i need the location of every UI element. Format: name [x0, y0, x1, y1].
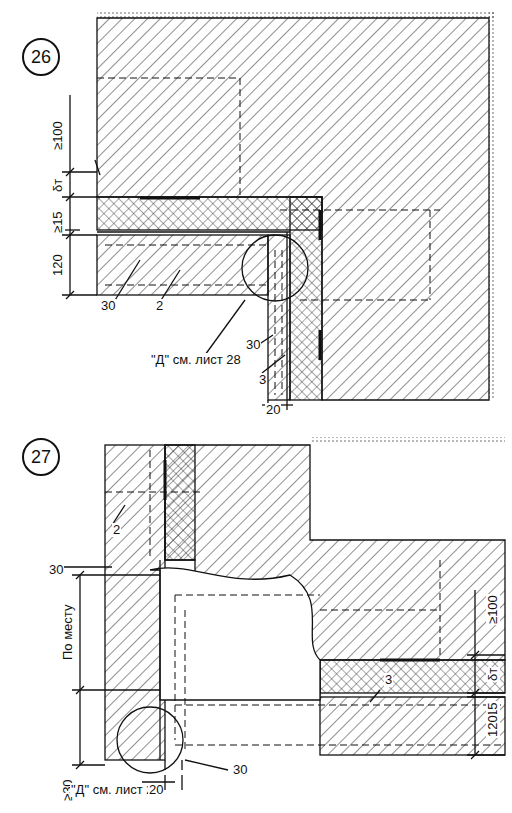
callout-label: 30	[232, 763, 248, 777]
dimension-text: δт	[51, 177, 65, 192]
callout-label: 3	[384, 673, 393, 687]
dimension-text: По месту	[61, 603, 75, 660]
callout-label: 2	[155, 299, 164, 313]
callout-label: 2	[112, 523, 121, 537]
detail-number: 27	[31, 447, 51, 468]
detail-27	[60, 437, 505, 790]
dimension-text: 120	[486, 714, 500, 738]
callout-label: 20	[265, 403, 281, 417]
callout-label: "Д" см. лист 28	[150, 353, 242, 367]
callout-label: 20	[148, 783, 164, 797]
detail-number-circle: 26	[22, 38, 60, 76]
callout-label: 30	[100, 299, 116, 313]
detail-number-circle: 27	[22, 438, 60, 476]
dimension-text: 120	[51, 253, 65, 277]
dimension-text: δт	[486, 666, 500, 681]
dimension-text: ≥100	[51, 121, 65, 152]
callout-label: 30	[245, 338, 261, 352]
dimension-text: ≥100	[486, 595, 500, 626]
dimension-text: ≥15	[51, 210, 65, 234]
callout-label: 3	[258, 373, 267, 387]
callout-label: 30	[48, 563, 64, 577]
detail-number: 26	[31, 47, 51, 68]
detail-26	[62, 12, 495, 410]
